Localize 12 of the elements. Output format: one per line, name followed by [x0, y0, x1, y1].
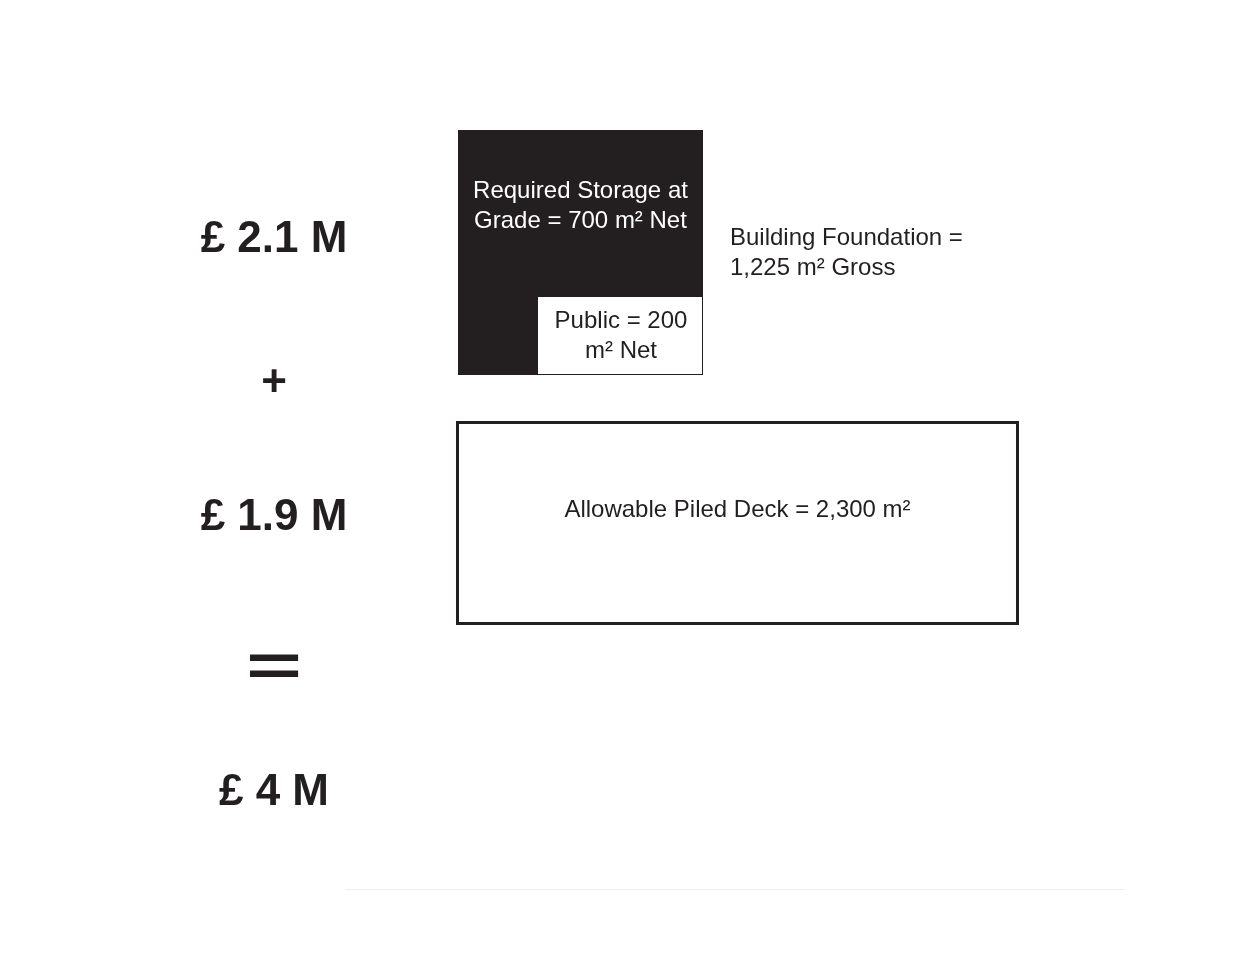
storage-block	[458, 130, 703, 375]
public-area-box	[537, 296, 703, 375]
cost-figure: £ 1.9 M	[199, 490, 349, 540]
piled-deck-box	[456, 421, 1019, 625]
plus-sign: +	[260, 356, 288, 406]
equals-sign: =	[244, 630, 303, 699]
area-label: Required Storage at Grade = 700 m² Net	[473, 175, 688, 235]
cost-figure: £ 2.1 M	[199, 212, 349, 262]
area-label: Allowable Piled Deck = 2,300 m²	[563, 494, 912, 524]
cost-total: £ 4 M	[217, 765, 330, 815]
area-note: Building Foundation = 1,225 m² Gross	[730, 222, 964, 282]
area-label: Public = 200 m² Net	[553, 305, 689, 365]
